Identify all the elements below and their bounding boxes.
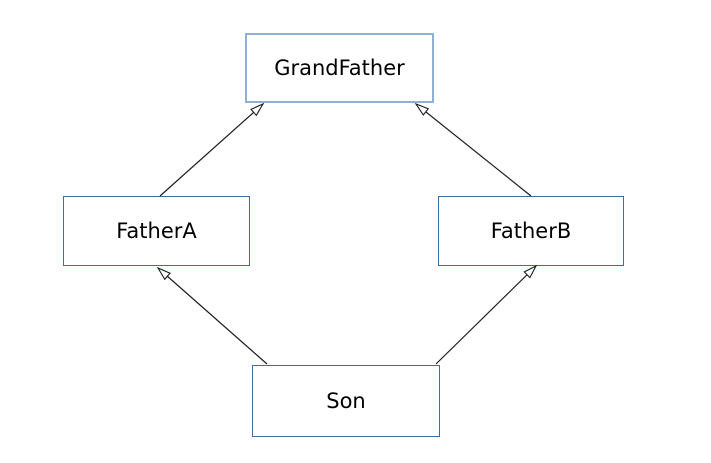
edge-son-to-fathera[interactable] [156,266,268,365]
node-son[interactable]: Son [252,365,440,437]
node-grandfather-label: GrandFather [274,55,405,80]
node-fatherb-label: FatherB [490,218,572,243]
node-fatherb[interactable]: FatherB [438,196,624,266]
edge-fathera-to-grandfather[interactable] [159,102,265,197]
edge-son-to-fatherb[interactable] [435,264,538,365]
node-fathera-label: FatherA [116,218,197,243]
node-son-label: Son [326,388,366,413]
node-grandfather[interactable]: GrandFather [245,33,434,103]
node-fathera[interactable]: FatherA [63,196,250,266]
edge-fatherb-to-grandfather[interactable] [414,102,532,197]
